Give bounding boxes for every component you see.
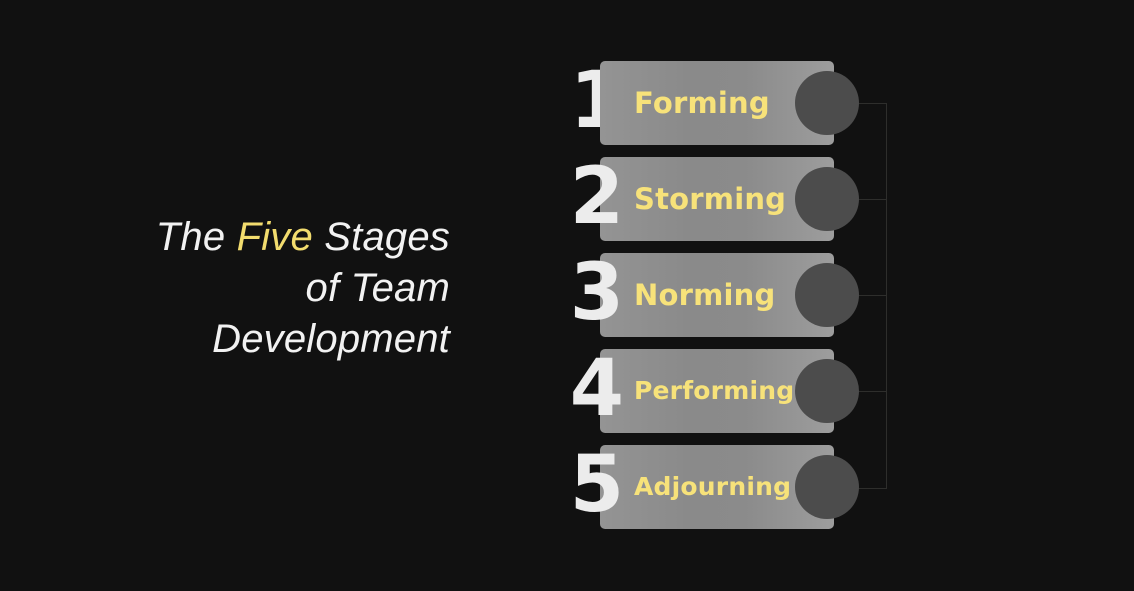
stage-number: 5 [569,440,624,530]
stage-row[interactable]: 2 Storming [560,152,920,242]
bracket-stub [856,488,887,489]
stage-number: 4 [569,344,624,434]
stage-row[interactable]: 4 Performing [560,344,920,434]
title-line-2: of Team [305,266,450,310]
stage-label: Storming [634,182,787,216]
title-highlight-word: Five [236,215,313,259]
bracket-stub [856,391,887,392]
page-title: The Five Stages of Team Development [60,212,450,365]
stage-number: 2 [569,152,624,242]
stage-row[interactable]: 1 Forming [560,56,920,146]
stage-row[interactable]: 3 Norming [560,248,920,338]
stage-label: Performing [634,376,795,405]
stage-row[interactable]: 5 Adjourning [560,440,920,530]
bracket-stub [856,295,887,296]
bracket-stub [856,103,887,104]
stage-label: Norming [634,278,776,312]
title-line-1-suffix: Stages [312,215,450,259]
stage-dot-icon [795,71,859,135]
stage-number: 3 [569,248,624,338]
stage-label: Forming [634,86,770,120]
title-line-1: The Five Stages [60,212,450,263]
stage-label: Adjourning [634,472,792,501]
bracket-stub [856,199,887,200]
stage-list: 1 Forming 2 Storming 3 Norming 4 Perform… [560,56,920,538]
stage-dot-icon [795,263,859,327]
stage-dot-icon [795,167,859,231]
stage-dot-icon [795,455,859,519]
title-line-1-prefix: The [155,215,237,259]
bracket-spine [886,103,887,489]
bracket-connector [856,58,896,538]
stage-dot-icon [795,359,859,423]
title-line-3: Development [212,317,450,361]
